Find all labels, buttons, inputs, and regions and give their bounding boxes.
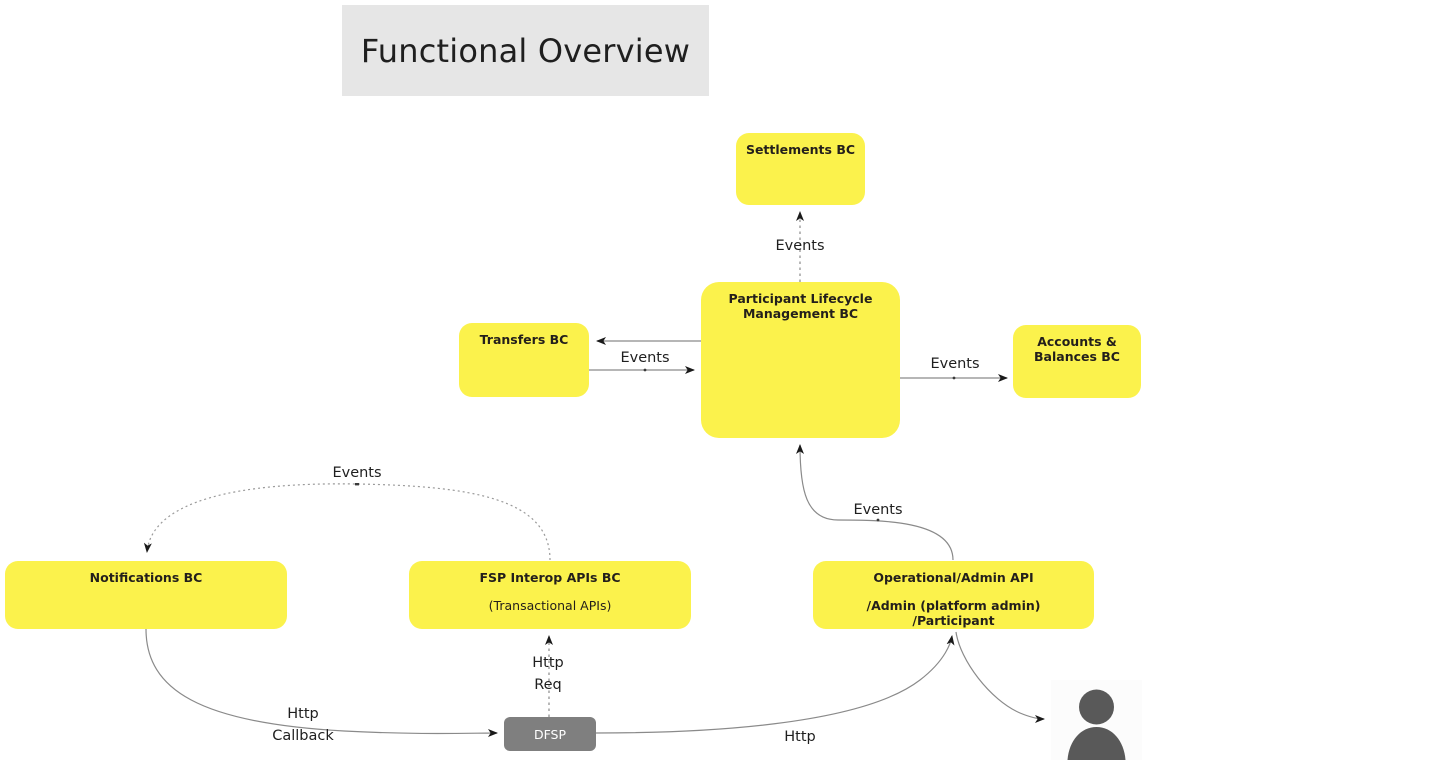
page-title: Functional Overview: [360, 31, 691, 70]
node-accounts-balances-bc[interactable]: Accounts & Balances BC: [1013, 325, 1141, 398]
page-title-banner: Functional Overview: [342, 5, 709, 96]
node-transfers-bc[interactable]: Transfers BC: [459, 323, 589, 397]
edge-label-dfsp-to-opadmin: Http: [784, 729, 816, 745]
edge-label-plm-to-accounts: Events: [930, 356, 980, 372]
node-fsp-interop-apis-bc-label: FSP Interop APIs BC: [479, 570, 621, 585]
edge-fsp-to-notifications: [143, 483, 551, 561]
node-dfsp-actor-label: DFSP: [533, 726, 567, 742]
edge-opadmin-to-user: [955, 631, 1045, 723]
node-fsp-interop-apis-bc-subtitle: (Transactional APIs): [488, 598, 612, 613]
node-accounts-balances-bc-label: Accounts & Balances BC: [1034, 334, 1120, 364]
node-fsp-interop-apis-bc[interactable]: FSP Interop APIs BC (Transactional APIs): [409, 561, 691, 629]
edge-label-notifications-to-dfsp: Http Callback: [272, 706, 334, 744]
node-operational-admin-api-subtitle: /Admin (platform admin) /Participant: [866, 598, 1041, 628]
node-notifications-bc[interactable]: Notifications BC: [5, 561, 287, 629]
edge-label-opadmin-to-plm: Events: [853, 502, 903, 518]
node-participant-lifecycle-management-bc[interactable]: Participant Lifecycle Management BC: [701, 282, 900, 438]
node-settlements-bc[interactable]: Settlements BC: [736, 133, 865, 205]
node-notifications-bc-label: Notifications BC: [89, 570, 203, 585]
node-dfsp-actor[interactable]: DFSP: [504, 717, 596, 751]
edge-label-fsp-to-notifications: Events: [332, 465, 382, 481]
edge-label-plm-to-settlements: Events: [775, 238, 825, 254]
node-user-actor[interactable]: [1051, 680, 1142, 760]
node-participant-lifecycle-management-bc-label: Participant Lifecycle Management BC: [728, 291, 873, 321]
edge-label-dfsp-to-fsp: Http Req: [532, 655, 564, 693]
edge-label-plm-transfers: Events: [620, 350, 670, 366]
edge-plm-to-accounts: [900, 374, 1008, 382]
node-transfers-bc-label: Transfers BC: [479, 332, 569, 347]
node-settlements-bc-label: Settlements BC: [745, 142, 856, 157]
node-operational-admin-api[interactable]: Operational/Admin API /Admin (platform a…: [813, 561, 1094, 629]
edge-transfers-to-plm: [589, 366, 695, 374]
person-icon: [1067, 689, 1126, 760]
edge-dfsp-to-opadmin: [595, 635, 955, 734]
node-operational-admin-api-label: Operational/Admin API: [873, 570, 1034, 585]
